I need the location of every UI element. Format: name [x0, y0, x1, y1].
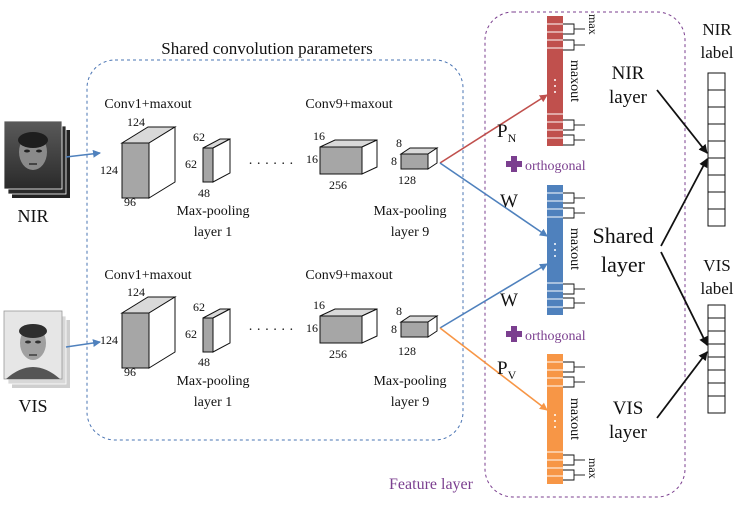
bottom-dim-48: 48	[198, 355, 210, 369]
weight-pv: PV	[497, 358, 517, 382]
top-conv1-cube	[120, 126, 177, 199]
vis-label-title-2: label	[700, 279, 733, 298]
weight-w-top: W	[500, 191, 518, 212]
top-pool1-label-1: Max-pooling	[176, 204, 249, 219]
bottom-pool1-label-1: Max-pooling	[176, 374, 249, 389]
top-dim-8b: 8	[391, 154, 397, 168]
top-pool1-label-2: layer 1	[194, 225, 232, 240]
bottom-pool1-label-2: layer 1	[194, 395, 232, 410]
bottom-pool9-cube	[399, 315, 439, 338]
vis-input-arrow	[65, 339, 101, 348]
orthogonal-plus-icon	[506, 326, 522, 342]
vis-input-label: VIS	[18, 396, 47, 416]
bottom-dim-62a: 62	[193, 300, 205, 314]
vis-bar-max-label: max	[586, 458, 600, 479]
nir-label-title-1: NIR	[702, 20, 732, 39]
arrow-pn	[439, 94, 548, 164]
orthogonal-label-top: orthogonal	[525, 159, 586, 174]
weight-pn: PN	[497, 121, 517, 145]
nir-input-arrow	[65, 149, 101, 158]
shared-feature-bar	[547, 185, 585, 315]
orthogonal-plus-icon	[506, 156, 522, 172]
bottom-pool1-cube	[202, 308, 231, 353]
top-conv9-title: Conv9+maxout	[305, 97, 392, 112]
top-dim-128: 128	[398, 173, 416, 187]
nir-feature-bar	[547, 16, 585, 146]
bottom-pool9-label-1: Max-pooling	[373, 374, 446, 389]
nir-input-label: NIR	[18, 206, 49, 226]
bottom-dim-16b: 16	[306, 321, 318, 335]
nir-bar-max-label: max	[586, 14, 600, 35]
vis-input-image	[3, 310, 70, 388]
weight-w-bottom: W	[500, 290, 518, 311]
bottom-dim-8a: 8	[396, 304, 402, 318]
nir-input-image	[3, 120, 70, 198]
bottom-dim-128: 128	[398, 344, 416, 358]
feature-layer-title: Feature layer	[389, 476, 474, 493]
vis-feature-bar	[547, 354, 585, 484]
bottom-dim-124b: 124	[100, 333, 118, 347]
top-dim-256: 256	[329, 178, 347, 192]
bottom-conv-row: Conv1+maxout Conv9+maxout 124 124 96 62 …	[100, 268, 447, 410]
orthogonal-label-bottom: orthogonal	[525, 329, 586, 344]
bottom-conv1-cube	[120, 296, 177, 369]
nir-layer-label-2: layer	[609, 87, 648, 108]
vis-to-vis-label-arrow	[656, 351, 708, 419]
top-pool9-cube	[399, 147, 439, 170]
top-conv9-cube	[319, 139, 378, 175]
vis-label-vector	[707, 304, 726, 414]
nir-bar-maxout-label: maxout	[567, 60, 582, 102]
top-dim-124a: 124	[127, 115, 145, 129]
bottom-conv9-title: Conv9+maxout	[305, 268, 392, 283]
top-dim-96: 96	[124, 195, 136, 209]
top-dim-8a: 8	[396, 136, 402, 150]
top-ellipsis: · · · · · ·	[248, 157, 293, 172]
top-dim-62a: 62	[193, 130, 205, 144]
bottom-conv9-cube	[319, 308, 378, 344]
top-dim-16a: 16	[313, 129, 325, 143]
shared-layer-label-2: layer	[601, 252, 646, 277]
shared-layer-label-1: Shared	[592, 223, 653, 248]
arrow-w-bottom	[439, 263, 548, 329]
shared-bar-maxout-label: maxout	[567, 228, 582, 270]
arrow-w-top	[439, 162, 548, 237]
bottom-dim-124a: 124	[127, 285, 145, 299]
shared-to-vis-label-arrow	[660, 251, 708, 346]
bottom-ellipsis: · · · · · ·	[248, 323, 293, 338]
nir-label-title-2: label	[700, 43, 733, 62]
top-conv-row: Conv1+maxout Conv9+maxout 124 124 96 62 …	[100, 97, 447, 240]
top-pool9-label-1: Max-pooling	[373, 204, 446, 219]
shared-to-nir-label-arrow	[660, 158, 708, 247]
bottom-dim-8b: 8	[391, 322, 397, 336]
nir-label-vector	[707, 72, 726, 227]
vis-bar-maxout-label: maxout	[567, 398, 582, 440]
top-dim-62b: 62	[185, 157, 197, 171]
top-dim-124b: 124	[100, 163, 118, 177]
arrow-pv	[439, 327, 548, 411]
bottom-dim-256: 256	[329, 347, 347, 361]
nir-layer-label-1: NIR	[612, 63, 645, 84]
top-conv1-title: Conv1+maxout	[104, 97, 191, 112]
nir-to-nir-label-arrow	[656, 89, 708, 154]
vis-label-title-1: VIS	[703, 256, 730, 275]
top-dim-48: 48	[198, 186, 210, 200]
bottom-dim-16a: 16	[313, 298, 325, 312]
top-pool9-label-2: layer 9	[391, 225, 429, 240]
bottom-pool9-label-2: layer 9	[391, 395, 429, 410]
bottom-dim-96: 96	[124, 365, 136, 379]
vis-layer-label-1: VIS	[613, 398, 644, 419]
shared-conv-title: Shared convolution parameters	[161, 39, 373, 58]
bottom-conv1-title: Conv1+maxout	[104, 268, 191, 283]
bottom-dim-62b: 62	[185, 327, 197, 341]
top-pool1-cube	[202, 138, 231, 183]
feature-layer-box	[484, 11, 686, 498]
vis-layer-label-2: layer	[609, 422, 648, 443]
top-dim-16b: 16	[306, 152, 318, 166]
